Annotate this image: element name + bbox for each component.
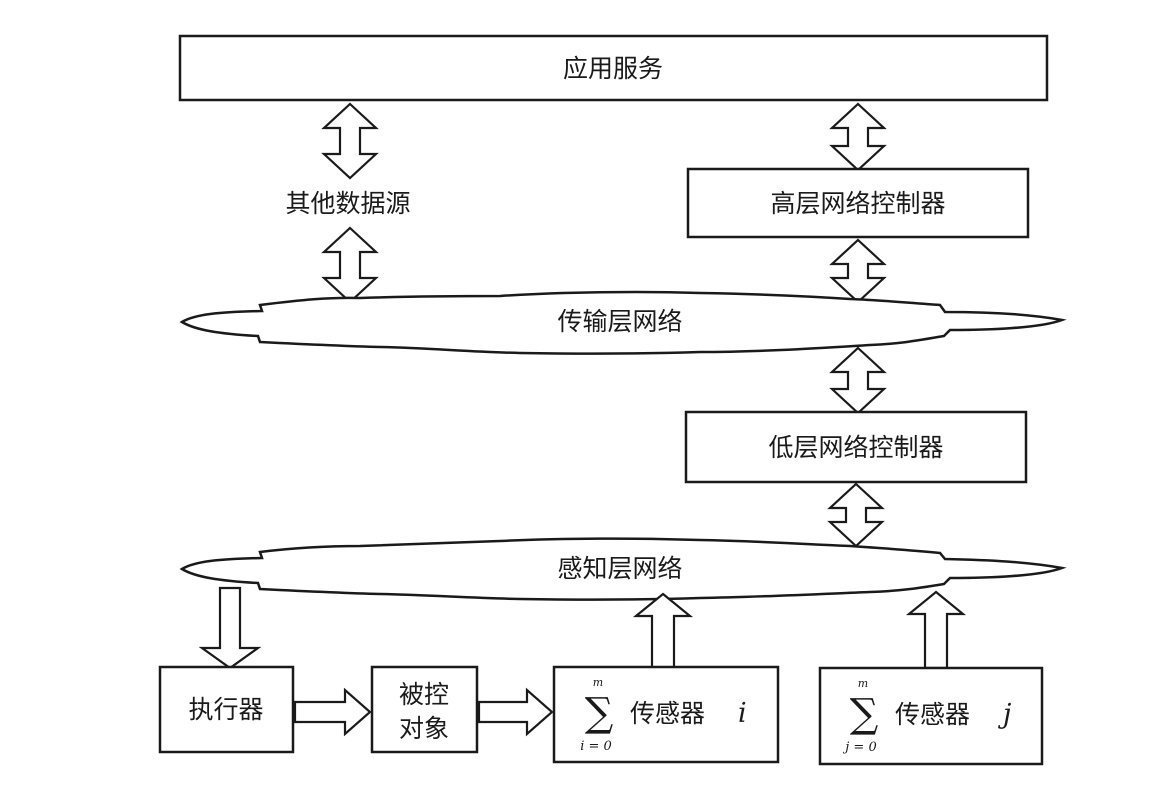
bidirectional-arrow-transport-to-low-controller <box>829 346 887 415</box>
controlled-object-node: 被控 对象 <box>370 665 479 754</box>
sensor-i-sum-lower: i = 0 <box>580 739 612 754</box>
low-controller-label: 低层网络控制器 <box>768 433 943 462</box>
sensor-i-box <box>552 665 780 764</box>
right-arrow-object-to-sensor-i <box>477 687 554 737</box>
sensor-i-sum-upper: m <box>593 676 603 689</box>
app-service-node: 应用服务 <box>178 34 1049 102</box>
other-sources-label: 其他数据源 <box>285 189 410 218</box>
up-arrow-sensor-j-to-sensing <box>905 590 967 670</box>
high-controller-box <box>686 167 1030 239</box>
right-arrow-actuator-to-object <box>293 687 372 737</box>
bidirectional-arrow-low-controller-to-sensing <box>827 482 885 548</box>
down-arrow-sensing-to-actuator <box>198 586 262 670</box>
bidirectional-arrow-sources-to-transport <box>321 226 379 304</box>
sensor-j-node: m ∑ j = 0 传感器 j <box>818 666 1044 766</box>
transport-network-node: 传输层网络 <box>179 290 1067 355</box>
low-controller-node: 低层网络控制器 <box>684 410 1028 484</box>
controlled-object-box <box>370 665 479 754</box>
sensing-network-cloud <box>179 537 1067 601</box>
actuator-label: 执行器 <box>188 695 263 724</box>
sensor-j-sum-lower: j = 0 <box>842 740 876 755</box>
low-controller-box <box>684 410 1028 484</box>
sensing-network-node: 感知层网络 <box>179 537 1067 601</box>
bidirectional-arrow-app-to-sources <box>321 102 379 180</box>
sensor-j-box <box>818 666 1044 766</box>
sensor-i-sum-symbol: ∑ <box>585 690 614 736</box>
sensor-j-sum-upper: m <box>858 677 868 690</box>
sensor-j-sum-symbol: ∑ <box>850 691 879 737</box>
sensor-i-label: 传感器 <box>630 699 705 728</box>
controlled-object-label-line1: 被控 <box>399 680 449 709</box>
bidirectional-arrow-app-to-high-controller <box>829 102 887 172</box>
sensing-network-label: 感知层网络 <box>557 554 682 583</box>
controlled-object-label-line2: 对象 <box>399 714 449 743</box>
app-service-box <box>178 34 1049 102</box>
sensor-i-node: m ∑ i = 0 传感器 i <box>552 665 780 764</box>
up-arrow-sensor-i-to-sensing <box>632 592 694 670</box>
app-service-label: 应用服务 <box>563 54 663 83</box>
high-controller-node: 高层网络控制器 <box>686 167 1030 239</box>
actuator-box <box>158 665 295 754</box>
transport-network-label: 传输层网络 <box>557 307 682 336</box>
high-controller-label: 高层网络控制器 <box>770 189 945 218</box>
transport-network-cloud <box>179 290 1067 355</box>
bidirectional-arrow-high-controller-to-transport <box>829 238 887 304</box>
sensor-j-label: 传感器 <box>895 700 970 729</box>
sensor-i-index: i <box>738 698 747 729</box>
actuator-node: 执行器 <box>158 665 295 754</box>
